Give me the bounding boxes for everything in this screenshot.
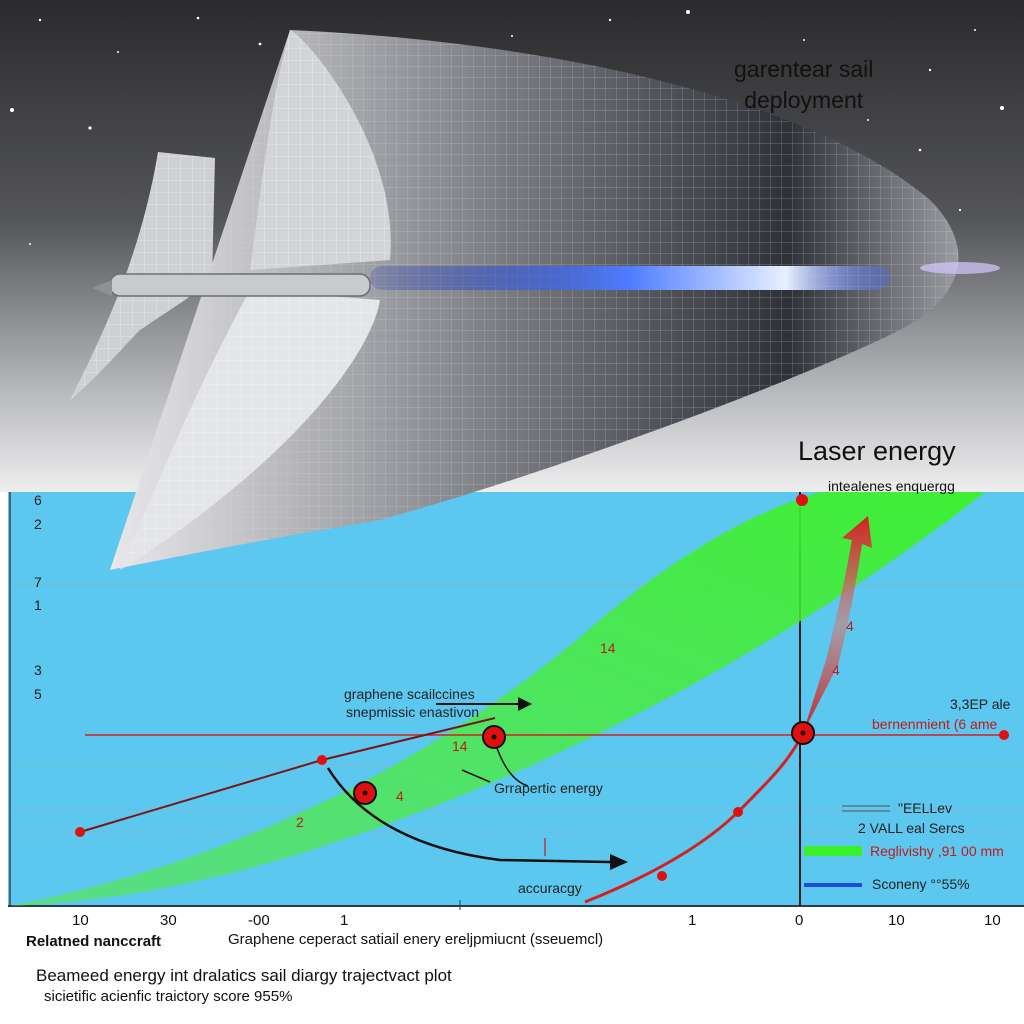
number-label: 4: [832, 662, 840, 678]
title-line-2: deployment: [744, 87, 864, 113]
star-field: [10, 10, 1004, 245]
chart-graphics: [8, 492, 1024, 910]
number-label: 2: [296, 814, 304, 830]
x-tick-label: 10: [72, 912, 89, 929]
legend-item-blue: Sconeny °°55%: [872, 876, 970, 892]
caption-line-2: sicietific acienfic traictory score 955%: [44, 988, 293, 1005]
green-energy-band: [10, 492, 985, 906]
y-tick-label: 7: [34, 574, 42, 590]
sail-annotation-line-1: graphene scailccines: [344, 686, 475, 702]
footer-left-label: Relatned nanccraft: [26, 933, 162, 950]
number-label: 4: [396, 788, 404, 804]
x-tick-label: -00: [248, 912, 270, 929]
title-line-1: garentear sail: [734, 56, 874, 82]
x-tick-label: 10: [888, 912, 905, 929]
y-tick-label: 3: [34, 662, 42, 678]
chart-title: Laser energy: [798, 436, 956, 466]
x-axis-caption: Graphene ceperact satiail enery ereljpmi…: [228, 931, 604, 948]
legend-header-1: "EELLev: [898, 800, 953, 816]
legend-header-2: 2 VALL eal Sercs: [858, 820, 965, 836]
number-label: 14: [600, 640, 616, 656]
red-energy-curve: [584, 732, 805, 904]
right-top-annotation: 3,3EP ale: [950, 696, 1011, 712]
sail-deployment-title: garentear sail deployment: [734, 54, 873, 116]
x-tick-label: 30: [160, 912, 177, 929]
x-tick-label: 1: [688, 912, 697, 929]
x-tick-label: 10: [984, 912, 1001, 929]
caption-line-1: Beameed energy int dralatics sail diargy…: [36, 966, 452, 985]
y-tick-label: 6: [34, 492, 42, 508]
x-tick-label: 1: [340, 912, 349, 929]
sail-annotation-line-2: snepmissic enastivon: [346, 704, 480, 720]
energy-annotation: Grrapertic energy: [494, 780, 603, 796]
y-tick-label: 1: [34, 597, 42, 613]
spacecraft-fuselage: [109, 273, 371, 297]
y-tick-label: 2: [34, 516, 42, 532]
number-label: 4: [846, 618, 854, 634]
right-red-annotation: bernenmient (6 ame: [872, 716, 998, 732]
legend-item-green: Reglivishy ,91 00 mm: [870, 843, 1004, 859]
rising-energy-arrow: [803, 516, 872, 733]
accuracy-annotation: accuracgy: [518, 880, 582, 896]
chart-subtitle: intealenes enquergg: [828, 478, 955, 494]
y-tick-label: 5: [34, 686, 42, 702]
blue-energy-beam: [370, 266, 890, 290]
number-label: 14: [452, 738, 468, 754]
x-tick-label: 0: [795, 912, 804, 929]
